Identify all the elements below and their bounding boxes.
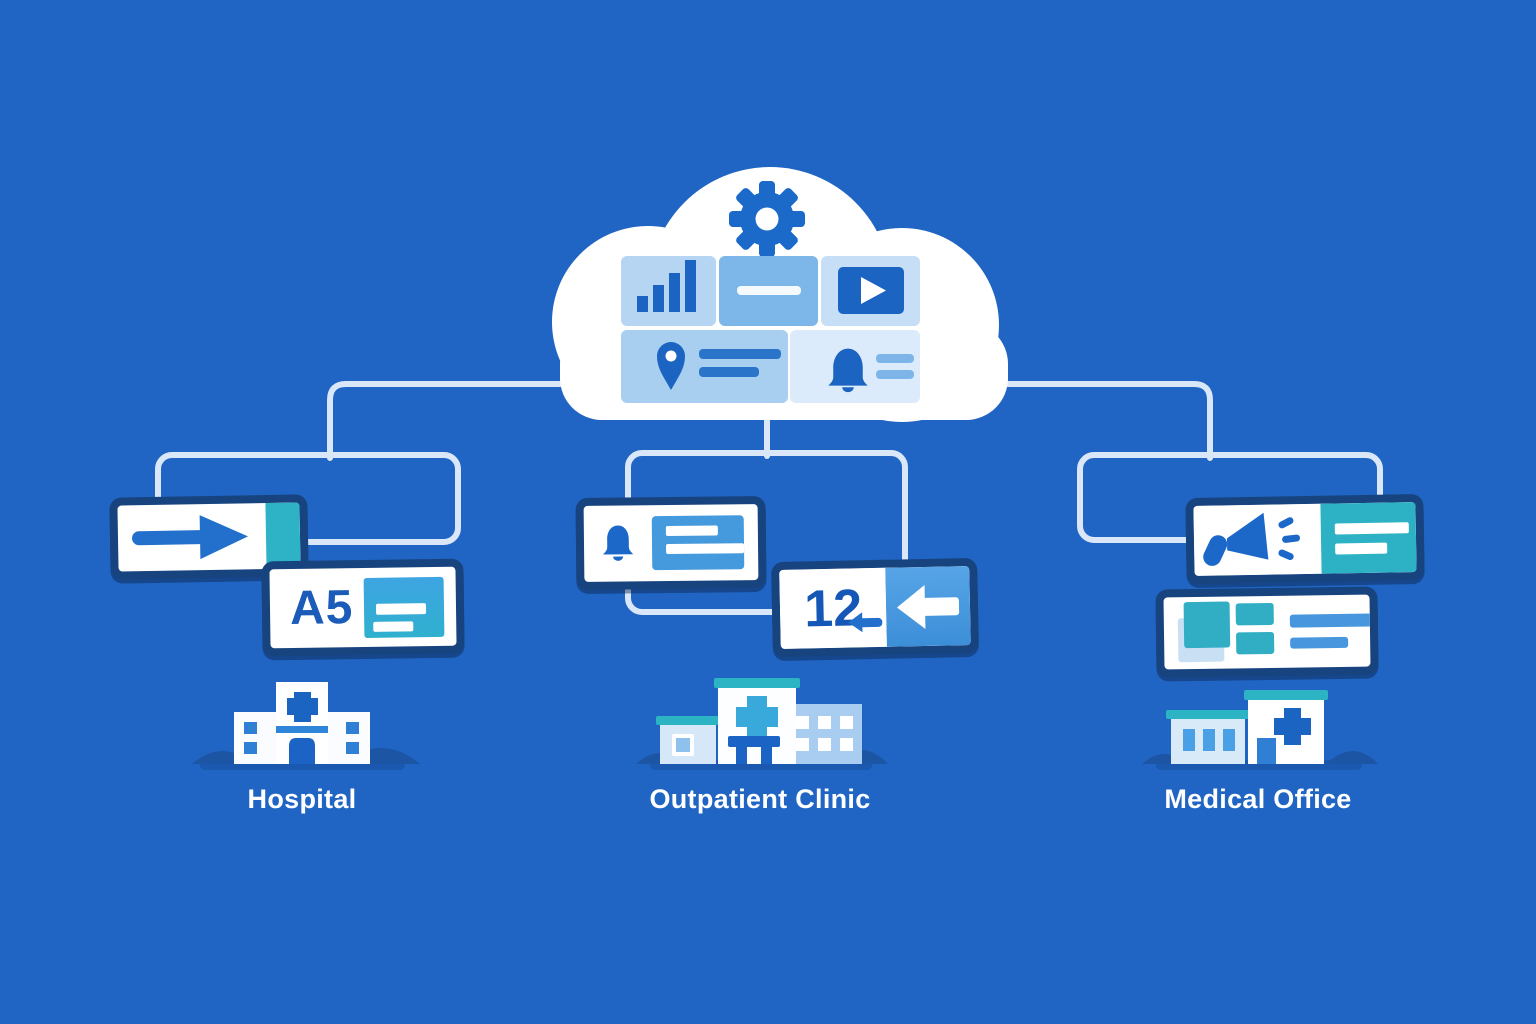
grid-tile	[1236, 631, 1275, 655]
announcement-sign	[1185, 493, 1425, 585]
alerts-text-lines	[876, 354, 914, 379]
small-left-arrow-icon	[848, 612, 883, 633]
text-line	[375, 602, 427, 615]
bar-chart-tile	[621, 256, 716, 326]
hospital-building-icon	[192, 682, 420, 770]
megaphone-icon	[1203, 512, 1301, 566]
grid-text-lines	[1289, 613, 1374, 649]
wayfinding-tile	[621, 330, 788, 403]
queue-number-panel: 12	[779, 567, 888, 649]
outpatient-clinic-label: Outpatient Clinic	[649, 784, 871, 814]
door	[289, 738, 315, 764]
medical-cross-icon	[736, 696, 778, 738]
megaphone-panel	[1193, 503, 1322, 576]
text-line	[737, 286, 801, 295]
right-arrow-icon	[132, 515, 248, 560]
hill	[1326, 751, 1378, 764]
entrance-portico	[728, 736, 780, 764]
arrow-panel	[885, 566, 971, 647]
wayfinding-text-lines	[699, 349, 781, 377]
grid-tile	[1235, 602, 1274, 626]
direction-arrow-sign	[109, 494, 309, 580]
bell-icon	[602, 525, 634, 561]
medical-cross-icon	[1274, 708, 1311, 745]
hospital-label: Hospital	[247, 784, 357, 814]
windows	[244, 722, 359, 754]
medical-office-label: Medical Office	[1164, 784, 1352, 814]
door	[1257, 738, 1276, 764]
grid-square	[1183, 601, 1231, 649]
room-number-sign: A5	[261, 558, 465, 657]
layout-grid-icon	[1177, 601, 1277, 664]
cloud-dashboard	[621, 256, 920, 403]
queue-number-sign: 12	[771, 557, 979, 658]
bar-chart-icon	[637, 260, 696, 312]
text-line	[1289, 613, 1374, 628]
bell-icon	[828, 348, 868, 393]
text-line	[1334, 542, 1387, 554]
office-building-icon	[1142, 690, 1378, 770]
location-pin-icon	[657, 342, 685, 390]
windows	[1183, 729, 1235, 751]
medical-cross-icon	[287, 692, 318, 722]
windows	[796, 716, 853, 751]
clinic-building-icon	[636, 678, 888, 770]
sign-accent-stripe	[265, 502, 301, 570]
text-line	[373, 620, 414, 632]
text-line	[1334, 521, 1409, 534]
gear-icon	[729, 181, 805, 257]
text-banner-tile	[719, 256, 818, 326]
grid-small-tiles	[1235, 602, 1275, 655]
video-tile	[821, 256, 920, 326]
alerts-tile	[790, 330, 920, 403]
left-arrow-icon	[897, 584, 960, 629]
play-icon	[861, 277, 886, 304]
content-card-icon	[363, 576, 445, 638]
room-number-text: A5	[289, 581, 354, 636]
text-line	[665, 525, 718, 537]
text-line	[666, 543, 745, 555]
text-line	[1290, 636, 1349, 649]
notification-text-panel	[651, 515, 745, 571]
notification-sign	[575, 496, 767, 590]
announcement-text-panel	[1319, 502, 1417, 574]
